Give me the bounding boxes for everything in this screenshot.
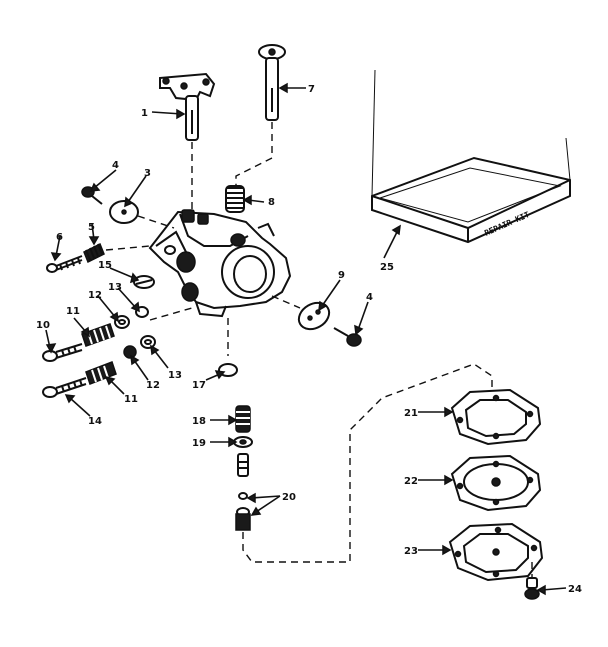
callout-10: 10 <box>36 320 50 331</box>
part-1-throttle-shaft <box>159 72 216 141</box>
part-18-main-spring <box>235 405 251 433</box>
part-6-idle-screw <box>46 255 83 273</box>
callout-11-upper: 11 <box>66 306 80 317</box>
callout-12-lower: 12 <box>146 380 160 391</box>
part-15-welch-plug <box>133 275 155 289</box>
callout-1: 1 <box>141 108 148 119</box>
callout-21: 21 <box>404 408 418 419</box>
part-10-mixture-needle-upper <box>42 343 83 362</box>
leader-arrows <box>45 82 567 596</box>
part-25-repair-kit: REPAIR KIT <box>371 156 571 244</box>
callout-19: 19 <box>192 438 206 449</box>
part-13-washer-lower <box>140 335 156 349</box>
part-9-throttle-plate <box>297 301 331 331</box>
callout-18: 18 <box>192 416 206 427</box>
callout-14: 14 <box>88 416 102 427</box>
callout-23: 23 <box>404 546 418 557</box>
callout-4-upper: 4 <box>112 160 119 171</box>
part-8-spring <box>225 185 245 213</box>
callout-7: 7 <box>308 84 315 95</box>
part-12-o-ring-lower <box>123 345 137 359</box>
part-20-main-nozzle <box>235 453 251 531</box>
part-22-diaphragm <box>450 454 542 512</box>
part-19-gasket-washer <box>233 436 253 448</box>
part-5-idle-spring <box>83 242 105 264</box>
part-11-spring-lower <box>85 361 117 385</box>
callout-13-lower: 13 <box>168 370 182 381</box>
callout-5: 5 <box>88 222 95 233</box>
callout-11-lower: 11 <box>124 394 138 405</box>
part-11-spring-upper <box>81 323 115 347</box>
part-23-cover <box>448 522 544 582</box>
callout-24: 24 <box>568 584 582 595</box>
carburetor-body <box>148 209 292 318</box>
callout-3: 3 <box>144 168 151 179</box>
callout-22: 22 <box>404 476 418 487</box>
part-3-choke-plate <box>109 200 139 224</box>
callout-17: 17 <box>192 380 206 391</box>
callout-15: 15 <box>98 260 112 271</box>
callout-6: 6 <box>56 232 63 243</box>
callout-12-upper: 12 <box>88 290 102 301</box>
part-4-screw-lower <box>333 327 362 347</box>
callout-25: 25 <box>380 262 394 273</box>
callout-13-upper: 13 <box>108 282 122 293</box>
callout-9: 9 <box>338 270 345 281</box>
callout-4-lower: 4 <box>366 292 373 303</box>
part-14-mixture-needle-lower <box>42 377 87 398</box>
callout-20: 20 <box>282 492 296 503</box>
callout-labels: 1 7 8 4 3 5 6 15 12 13 11 10 13 12 11 14… <box>36 84 582 595</box>
part-21-gasket <box>450 388 542 446</box>
part-7-choke-shaft <box>258 44 286 121</box>
callout-8: 8 <box>268 197 275 208</box>
part-24-cover-screw <box>524 562 540 600</box>
